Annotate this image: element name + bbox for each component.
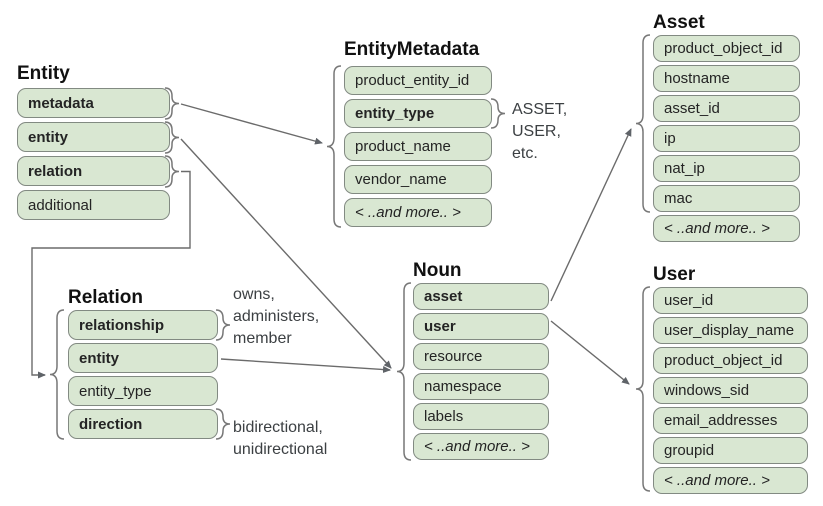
noun-table-title: Noun	[413, 260, 462, 281]
relation-field-entity: entity	[68, 343, 218, 373]
noun-field-namespace: namespace	[413, 373, 549, 400]
entity-field-additional: additional	[17, 190, 170, 220]
user-field-and-more: < ..and more.. >	[653, 467, 808, 494]
brace-entity-entity-right	[164, 121, 180, 154]
noun-field-and-more: < ..and more.. >	[413, 433, 549, 460]
entitymetadata-field-product-entity-id: product_entity_id	[344, 66, 492, 95]
relation-field-relationship: relationship	[68, 310, 218, 340]
entity-field-entity: entity	[17, 122, 170, 152]
entity-field-metadata: metadata	[17, 88, 170, 118]
entity-field-relation: relation	[17, 156, 170, 186]
asset-table: Asset product_object_id hostname asset_i…	[653, 12, 800, 245]
noun-field-user: user	[413, 313, 549, 340]
asset-field-nat-ip: nat_ip	[653, 155, 800, 182]
entitymetadata-field-entity-type: entity_type	[344, 99, 492, 128]
arrow-relation-entity-to-noun	[220, 358, 391, 374]
entity-table: Entity metadata entity relation addition…	[17, 63, 170, 224]
asset-field-mac: mac	[653, 185, 800, 212]
arrow-entity-entity-to-noun	[180, 138, 392, 369]
noun-table: Noun asset user resource namespace label…	[413, 260, 549, 463]
noun-field-resource: resource	[413, 343, 549, 370]
brace-relation-left	[49, 309, 65, 440]
entity-table-title: Entity	[17, 63, 70, 84]
brace-direction-right	[215, 408, 231, 440]
asset-field-product-object-id: product_object_id	[653, 35, 800, 62]
relationship-values-annotation: owns, administers, member	[233, 286, 320, 347]
arrow-noun-user-to-user	[550, 320, 630, 385]
asset-table-title: Asset	[653, 12, 705, 33]
brace-entitymetadata-left	[326, 65, 342, 228]
user-field-user-display-name: user_display_name	[653, 317, 808, 344]
brace-entitytype-right	[490, 98, 506, 129]
brace-entity-relation-right	[164, 155, 180, 188]
entity-type-values-annotation: ASSET, USER, etc.	[512, 101, 568, 162]
brace-asset-left	[635, 34, 651, 213]
entitymetadata-field-and-more: < ..and more.. >	[344, 198, 492, 227]
user-table: User user_id user_display_name product_o…	[653, 264, 808, 497]
direction-values-annotation: bidirectional, unidirectional	[233, 419, 328, 458]
user-table-title: User	[653, 264, 696, 285]
asset-field-asset-id: asset_id	[653, 95, 800, 122]
noun-field-labels: labels	[413, 403, 549, 430]
asset-field-hostname: hostname	[653, 65, 800, 92]
user-field-email-addresses: email_addresses	[653, 407, 808, 434]
arrow-entity-relation-to-relation	[31, 170, 191, 379]
user-field-windows-sid: windows_sid	[653, 377, 808, 404]
brace-relationship-right	[215, 309, 231, 341]
entitymetadata-table-title: EntityMetadata	[344, 39, 480, 60]
relation-field-entity-type: entity_type	[68, 376, 218, 406]
noun-field-asset: asset	[413, 283, 549, 310]
brace-entity-metadata-right	[164, 87, 180, 120]
asset-field-ip: ip	[653, 125, 800, 152]
entitymetadata-field-vendor-name: vendor_name	[344, 165, 492, 194]
relation-table-title: Relation	[68, 287, 143, 308]
asset-field-and-more: < ..and more.. >	[653, 215, 800, 242]
entitymetadata-field-product-name: product_name	[344, 132, 492, 161]
arrow-entity-metadata-to-entitymetadata	[180, 103, 323, 145]
brace-noun-left	[396, 282, 412, 461]
user-field-groupid: groupid	[653, 437, 808, 464]
relation-table: Relation relationship entity entity_type…	[68, 287, 218, 442]
arrow-noun-asset-to-asset	[550, 128, 632, 302]
user-field-user-id: user_id	[653, 287, 808, 314]
brace-user-left	[635, 286, 651, 492]
entitymetadata-table: EntityMetadata product_entity_id entity_…	[344, 39, 492, 231]
user-field-product-object-id: product_object_id	[653, 347, 808, 374]
relation-field-direction: direction	[68, 409, 218, 439]
